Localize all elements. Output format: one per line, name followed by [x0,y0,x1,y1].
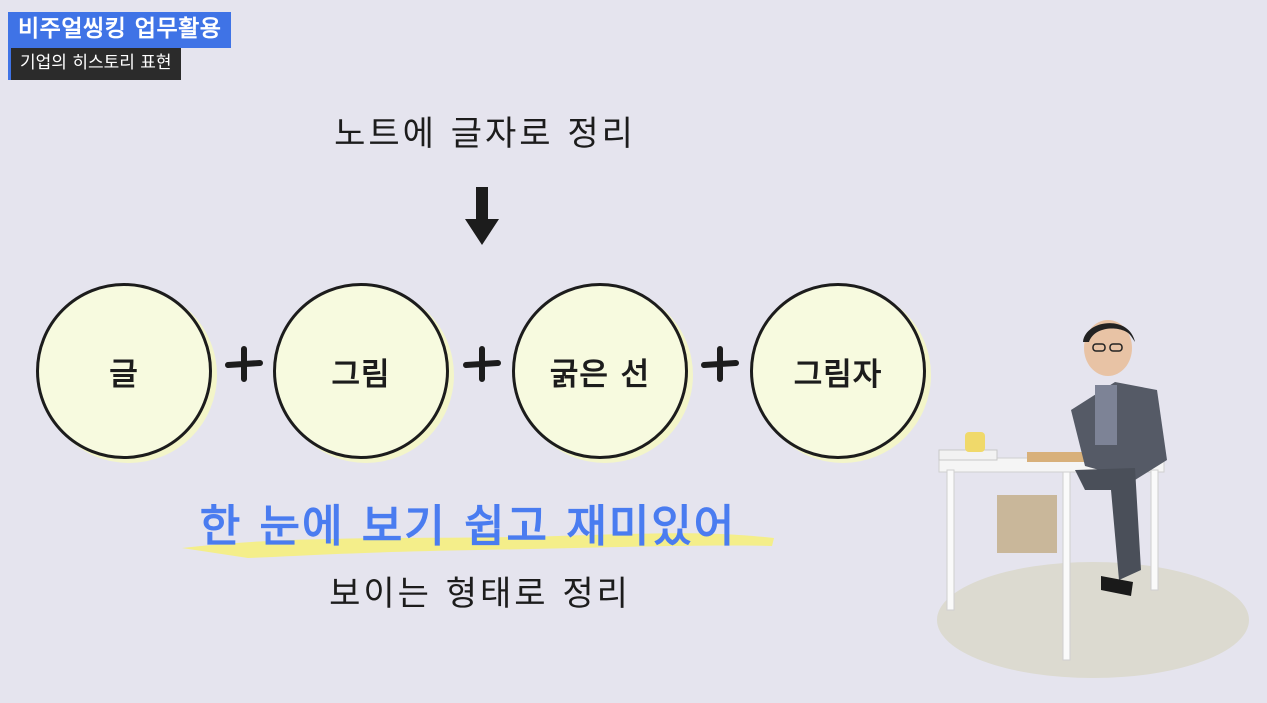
element-circle-text: 글 [36,283,212,459]
down-arrow-icon [462,185,502,247]
element-label: 굵은 선 [550,349,650,394]
highlight-block: 한 눈에 보기 쉽고 재미있어 [168,488,788,568]
highlight-text: 한 눈에 보기 쉽고 재미있어 [168,490,768,554]
plus-icon [700,344,740,384]
element-label: 그림 [331,349,390,394]
presenter-image [905,290,1267,703]
video-title-badge: 비주얼씽킹 업무활용 [8,12,231,48]
video-subtitle-badge: 기업의 히스토리 표현 [8,48,181,80]
result-text: 보이는 형태로 정리 [250,566,710,615]
intro-text: 노트에 글자로 정리 [250,106,720,155]
element-circle-picture: 그림 [273,283,449,459]
plus-icon [224,344,264,384]
element-circle-thick-line: 굵은 선 [512,283,688,459]
plus-icon [462,344,502,384]
element-label: 글 [109,349,139,394]
element-label: 그림자 [794,349,883,394]
element-circle-shadow: 그림자 [750,283,926,459]
